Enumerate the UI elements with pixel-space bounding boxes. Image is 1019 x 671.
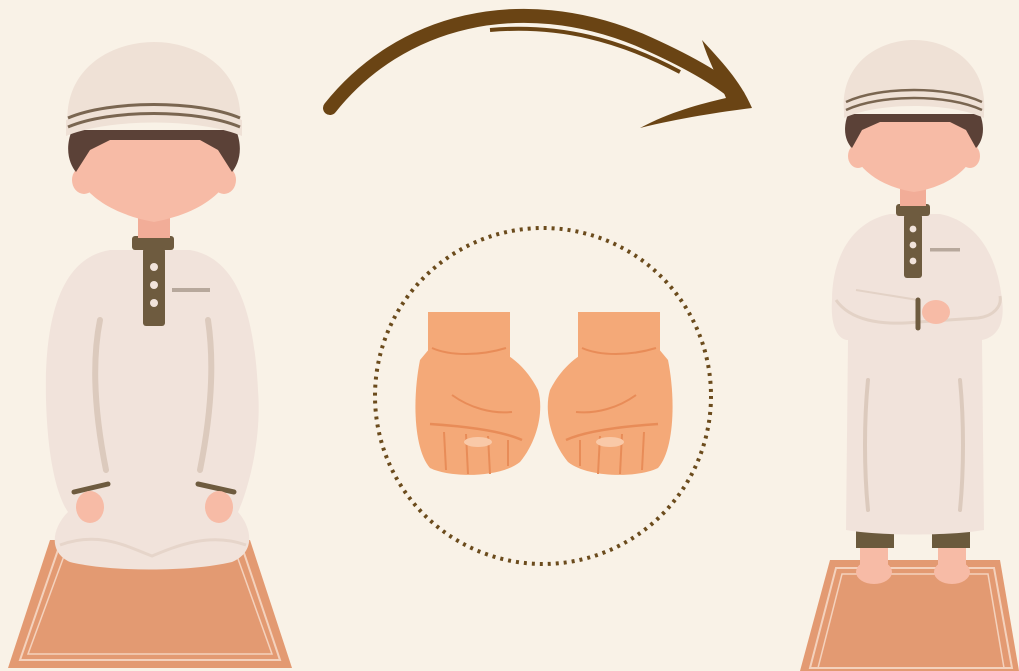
curved-arrow-icon: [330, 16, 752, 128]
left-hand-icon: [415, 312, 540, 475]
prayer-mat-right: [800, 560, 1019, 671]
prayer-cap-right: [844, 40, 985, 118]
standing-boy-illustration: [800, 40, 1019, 671]
right-hand-icon: [548, 312, 673, 475]
prayer-cap-left: [66, 42, 242, 136]
kneeling-boy-illustration: [8, 42, 292, 668]
cupped-hands-icon: [375, 228, 711, 564]
